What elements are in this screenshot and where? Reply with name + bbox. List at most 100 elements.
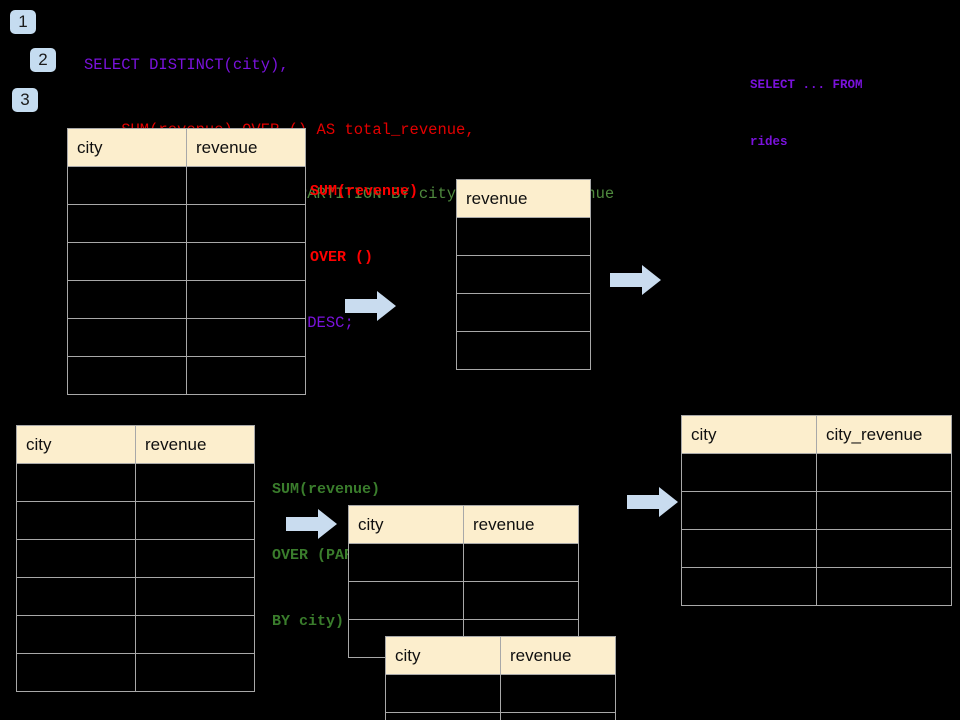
cell-city xyxy=(348,581,464,620)
column-header-city: city xyxy=(385,636,501,675)
cell-city xyxy=(67,166,187,205)
arrow-source-to-partition xyxy=(286,509,337,539)
cell-city xyxy=(385,712,501,720)
column-header-city: city xyxy=(67,128,187,167)
city-revenue-result-table: city city_revenue xyxy=(681,415,952,606)
cell-revenue xyxy=(456,255,591,294)
table-row xyxy=(16,539,255,578)
cell-revenue xyxy=(186,166,306,205)
cell-city xyxy=(681,453,817,492)
cell-revenue xyxy=(186,242,306,281)
table-row xyxy=(67,318,306,357)
cell-revenue xyxy=(456,331,591,370)
cell-revenue xyxy=(186,204,306,243)
table-header-row: city revenue xyxy=(67,128,306,167)
total-revenue-table: revenue xyxy=(456,179,591,370)
column-header-city-revenue: city_revenue xyxy=(816,415,952,454)
column-header-revenue: revenue xyxy=(135,425,255,464)
annotation-city-revenue-line-3: BY city) xyxy=(272,613,345,630)
table-row xyxy=(67,242,306,281)
cell-city xyxy=(67,356,187,395)
cell-city xyxy=(16,615,136,654)
cell-city xyxy=(385,674,501,713)
cell-revenue xyxy=(463,581,579,620)
table-row xyxy=(681,453,952,492)
cell-revenue xyxy=(186,280,306,319)
annotation-total-revenue-line-2: OVER () xyxy=(310,249,374,266)
table-header-row: city city_revenue xyxy=(681,415,952,454)
table-row xyxy=(16,653,255,692)
annotation-city-revenue-line-1: SUM(revenue) xyxy=(272,481,381,498)
cell-city xyxy=(67,204,187,243)
step-badge-3: 3 xyxy=(12,88,38,112)
table-row xyxy=(385,674,616,713)
table-row xyxy=(16,577,255,616)
cell-city xyxy=(681,529,817,568)
step-badge-2: 2 xyxy=(30,48,56,72)
table-row xyxy=(67,166,306,205)
table-row xyxy=(67,280,306,319)
cell-city xyxy=(16,501,136,540)
cell-revenue xyxy=(456,217,591,256)
table-row xyxy=(67,204,306,243)
rides-source-table-top: city revenue xyxy=(67,128,306,395)
cell-city xyxy=(16,539,136,578)
cell-revenue xyxy=(186,356,306,395)
cell-city xyxy=(16,577,136,616)
cell-revenue xyxy=(456,293,591,332)
cell-revenue xyxy=(135,577,255,616)
cell-revenue xyxy=(135,615,255,654)
table-row xyxy=(385,712,616,720)
cell-city xyxy=(681,491,817,530)
cell-city-revenue xyxy=(816,453,952,492)
cell-city-revenue xyxy=(816,529,952,568)
table-row xyxy=(681,529,952,568)
sidenote-line-2: rides xyxy=(750,135,788,149)
table-row xyxy=(16,463,255,502)
table-row xyxy=(348,543,579,582)
table-row xyxy=(348,581,579,620)
table-row xyxy=(456,255,591,294)
cell-city xyxy=(67,318,187,357)
column-header-revenue: revenue xyxy=(500,636,616,675)
column-header-revenue: revenue xyxy=(463,505,579,544)
table-row xyxy=(681,567,952,606)
table-row xyxy=(456,331,591,370)
table-header-row: city revenue xyxy=(16,425,255,464)
annotation-total-revenue: SUM(revenue) OVER () xyxy=(310,137,418,313)
column-header-revenue: revenue xyxy=(186,128,306,167)
cell-revenue xyxy=(135,653,255,692)
step-badge-1: 1 xyxy=(10,10,36,34)
table-header-row: city revenue xyxy=(385,636,616,675)
column-header-city: city xyxy=(16,425,136,464)
cell-city xyxy=(16,653,136,692)
cell-revenue xyxy=(135,463,255,502)
table-row xyxy=(67,356,306,395)
arrow-partition-to-result xyxy=(627,487,678,517)
column-header-city: city xyxy=(681,415,817,454)
sidenote-line-1: SELECT ... FROM xyxy=(750,78,863,92)
table-row xyxy=(456,293,591,332)
partition-group-table-front: city revenue xyxy=(385,636,616,720)
column-header-city: city xyxy=(348,505,464,544)
sql-line-select: SELECT DISTINCT(city), xyxy=(84,56,289,74)
table-row xyxy=(456,217,591,256)
arrow-total-to-result xyxy=(610,265,661,295)
cell-revenue xyxy=(463,543,579,582)
sidenote-select-from: SELECT ... FROM rides xyxy=(750,38,863,190)
cell-city xyxy=(67,242,187,281)
annotation-total-revenue-line-1: SUM(revenue) xyxy=(310,183,419,200)
cell-revenue xyxy=(135,539,255,578)
arrow-source-to-total xyxy=(345,291,396,321)
rides-source-table-bottom: city revenue xyxy=(16,425,255,692)
cell-city-revenue xyxy=(816,567,952,606)
table-row xyxy=(16,615,255,654)
cell-revenue xyxy=(186,318,306,357)
table-header-row: city revenue xyxy=(348,505,579,544)
cell-revenue xyxy=(135,501,255,540)
cell-revenue xyxy=(500,674,616,713)
table-row xyxy=(16,501,255,540)
table-row xyxy=(681,491,952,530)
column-header-revenue: revenue xyxy=(456,179,591,218)
